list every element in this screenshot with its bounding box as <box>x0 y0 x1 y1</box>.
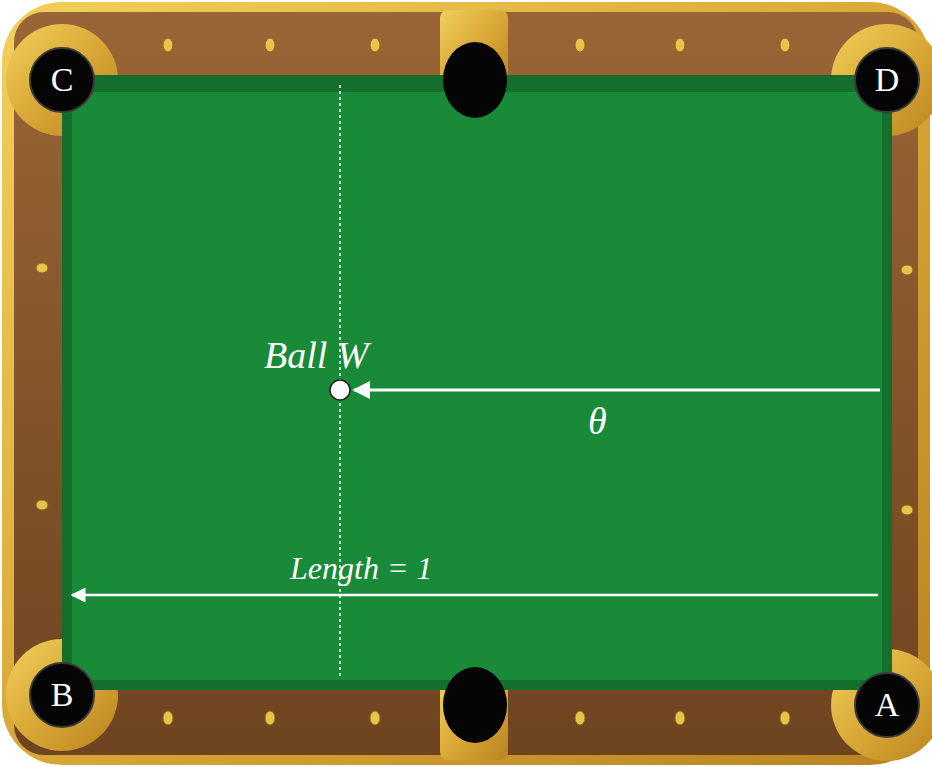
table-rail <box>14 12 918 755</box>
pocket-letter: C <box>51 63 74 97</box>
length-label: Length = 1 <box>290 552 432 584</box>
ball-label: Ball W <box>264 336 368 374</box>
pocket-label: A <box>854 672 920 738</box>
felt <box>62 75 892 690</box>
direction-arrow <box>354 389 880 392</box>
pocket-letter: D <box>875 63 900 97</box>
pocket-letter: A <box>875 688 900 722</box>
angle-label: θ <box>588 402 607 440</box>
pocket-letter: B <box>51 678 74 712</box>
pocket-label: C <box>29 47 95 113</box>
pocket-label: B <box>29 662 95 728</box>
pocket-label: D <box>854 47 920 113</box>
length-arrow <box>72 594 878 597</box>
ball <box>330 380 350 400</box>
